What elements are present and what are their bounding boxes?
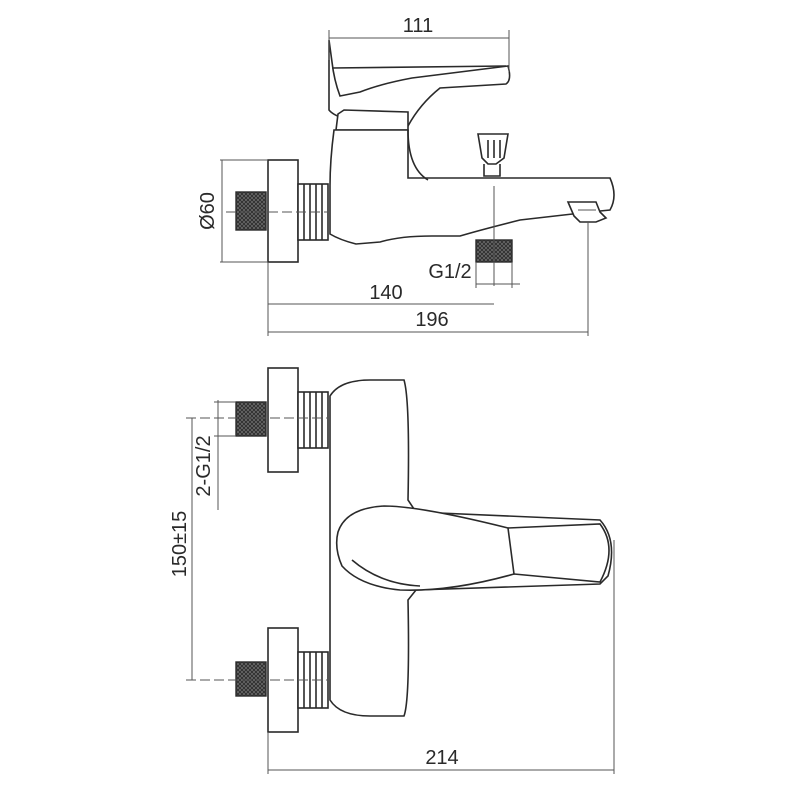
upper-inlet-thread (235, 401, 267, 437)
front-plan-view: 2-G1/2 150±15 214 (169, 367, 615, 774)
diverter-knob (477, 133, 509, 165)
dim-diameter-label: Ø60 (197, 192, 219, 230)
dim-196-label: 196 (415, 309, 448, 331)
spout-outlet (566, 201, 608, 223)
upper-escutcheon (267, 367, 299, 473)
dim-214-label: 214 (425, 747, 458, 769)
dim-inlets-label: 2-G1/2 (193, 435, 215, 496)
dim-thread-label: G1/2 (428, 261, 471, 283)
lower-inlet-thread (235, 661, 267, 697)
body-cap (335, 109, 409, 131)
dim-centers-label: 150±15 (169, 511, 191, 578)
upper-inlet-nut (297, 391, 329, 449)
inlet-thread (235, 191, 267, 231)
lever-plan (335, 505, 515, 591)
dim-140-label: 140 (369, 282, 402, 304)
wall-escutcheon (267, 159, 299, 263)
side-elevation-view: 111 Ø60 G1/2 140 196 (197, 15, 615, 336)
mixer-body (329, 129, 615, 245)
dim-111-label: 111 (403, 15, 433, 37)
